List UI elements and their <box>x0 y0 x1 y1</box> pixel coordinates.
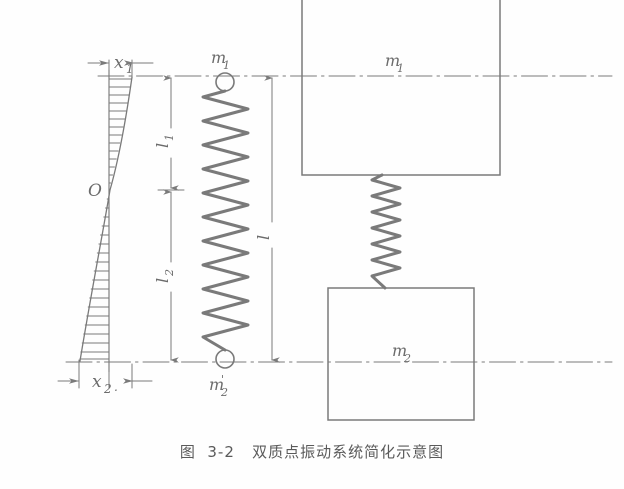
label-lumped-m1: m 1 <box>211 48 230 72</box>
label-x2-dot: . <box>114 380 118 394</box>
connecting-spring-coil <box>370 173 402 290</box>
label-l1-symbol: l <box>153 143 172 148</box>
label-l2-symbol: l <box>153 278 172 283</box>
label-x1-symbol: x <box>114 53 124 73</box>
l1-l2-dimension-chain <box>157 75 185 363</box>
label-block-m1-subscript: 1 <box>397 62 404 75</box>
label-block-m2: m 2 <box>392 341 411 365</box>
label-x1: x 1 <box>114 53 134 76</box>
label-l2: l 2 <box>153 269 176 283</box>
block-m1 <box>301 0 501 176</box>
label-lumped-m1-symbol: m <box>211 48 226 67</box>
lumped-spring-mass-model <box>201 72 250 369</box>
label-lumped-m1-subscript: 1 <box>223 59 230 72</box>
label-origin-O: O <box>88 181 102 201</box>
label-block-m1-symbol: m <box>385 51 400 70</box>
label-lumped-m2-subscript: 2 <box>220 386 228 399</box>
label-block-m2-symbol: m <box>392 341 407 360</box>
block-m2 <box>327 287 475 421</box>
label-l-symbol: l <box>254 235 273 240</box>
lumped-mass-m2-node <box>215 349 235 369</box>
label-l2-subscript: 2 <box>163 269 176 277</box>
label-block-m2-subscript: 2 <box>403 352 411 365</box>
label-x2-subscript: 2 <box>103 382 112 396</box>
label-lumped-m2-prime: ' <box>221 373 224 386</box>
label-l: l <box>254 235 273 240</box>
lumped-spring-coil <box>201 89 250 352</box>
label-lumped-m2-symbol: m <box>209 375 224 394</box>
label-x1-subscript: 1 <box>126 62 134 76</box>
label-x2-symbol: x <box>92 372 102 392</box>
label-lumped-m2: m ' 2 <box>209 373 228 399</box>
block-spring-model <box>301 0 501 421</box>
label-l1: l 1 <box>153 134 176 148</box>
mode-hatch-lower <box>79 198 110 360</box>
mode-hatch-upper <box>108 78 133 184</box>
label-x2: x 2 . <box>92 372 118 396</box>
figure-caption: 图 3-2 双质点振动系统简化示意图 <box>179 443 445 461</box>
mode-shape-plot <box>57 59 154 389</box>
label-block-m1: m 1 <box>385 51 404 75</box>
mode-shape-curve <box>79 76 133 362</box>
label-l1-subscript: 1 <box>163 134 176 141</box>
